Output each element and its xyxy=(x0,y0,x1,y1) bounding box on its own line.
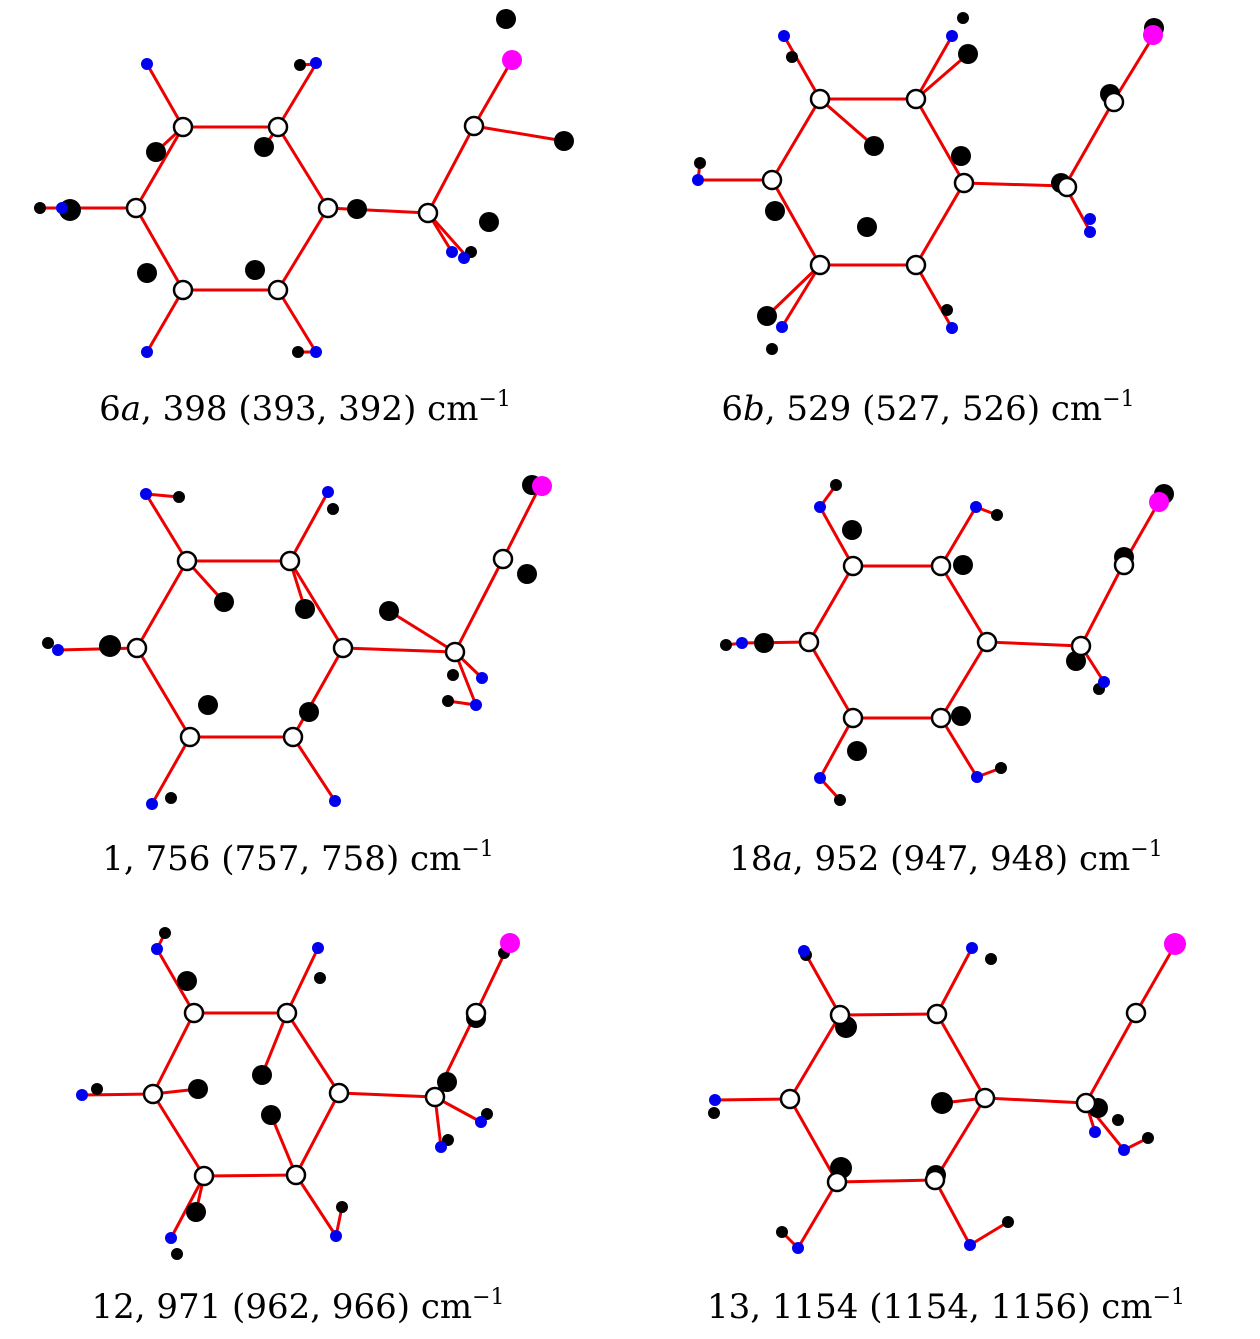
caption-unit: cm xyxy=(1101,1287,1152,1327)
caption-mode: 6 xyxy=(721,389,743,429)
displacement-vectors xyxy=(720,479,1174,806)
caption-freq: 756 xyxy=(146,839,211,879)
bonds xyxy=(38,58,566,354)
panel-mode-1: 1, 756 (757, 758) cm−1 xyxy=(42,475,552,879)
caption-alt2: 526 xyxy=(962,389,1027,429)
ring-atoms xyxy=(761,88,1125,276)
caption-alt2: 966 xyxy=(332,1287,397,1327)
halogen-atom xyxy=(1164,933,1186,955)
caption-alt1: 757 xyxy=(235,839,300,879)
caption-alt1: 947 xyxy=(903,839,968,879)
caption-unit: cm xyxy=(410,839,461,879)
caption-exponent: −1 xyxy=(472,1285,504,1310)
caption-freq: 1154 xyxy=(772,1287,859,1327)
caption-exponent: −1 xyxy=(1102,387,1134,412)
ring-atoms xyxy=(125,115,485,301)
caption-unit: cm xyxy=(427,389,478,429)
panel-mode-13: 13, 1154 (1154, 1156) cm−1 xyxy=(707,933,1186,1327)
caption-alt2: 948 xyxy=(990,839,1055,879)
caption-alt1: 527 xyxy=(875,389,940,429)
halogen-atom xyxy=(532,476,552,496)
caption-mode: 1 xyxy=(102,839,124,879)
caption-alt2: 392 xyxy=(338,389,403,429)
caption-6a: 6a, 398 (393, 392) cm−1 xyxy=(99,387,511,429)
caption-freq: 952 xyxy=(814,839,879,879)
ring-atoms xyxy=(126,548,514,748)
panel-mode-12: 12, 971 (962, 966) cm−1 xyxy=(76,927,520,1327)
hydrogen-atoms xyxy=(736,501,1110,784)
panel-mode-6a: 6a, 398 (393, 392) cm−1 xyxy=(34,9,574,429)
hydrogen-atoms xyxy=(709,942,1130,1254)
caption-alt2: 758 xyxy=(321,839,386,879)
caption-alt1: 393 xyxy=(252,389,317,429)
caption-exponent: −1 xyxy=(478,387,510,412)
panel-mode-6b: 6b, 529 (527, 526) cm−1 xyxy=(692,12,1164,429)
caption-mode: 12 xyxy=(91,1287,134,1327)
caption-alt1: 962 xyxy=(245,1287,310,1327)
caption-mode: 18 xyxy=(729,839,772,879)
caption-mode: 6 xyxy=(99,389,121,429)
caption-exponent: −1 xyxy=(461,837,493,862)
caption-freq: 529 xyxy=(786,389,851,429)
halogen-atom xyxy=(500,933,520,953)
caption-13: 13, 1154 (1154, 1156) cm−1 xyxy=(707,1285,1185,1327)
caption-exponent: −1 xyxy=(1130,837,1162,862)
ring-atoms xyxy=(779,1002,1147,1193)
panel-mode-18a: 18a, 952 (947, 948) cm−1 xyxy=(720,479,1174,879)
caption-mode-letter: b xyxy=(743,389,765,429)
caption-mode-letter: a xyxy=(121,389,141,429)
caption-freq: 971 xyxy=(156,1287,221,1327)
caption-unit: cm xyxy=(1051,389,1102,429)
caption-mode-letter: a xyxy=(773,839,793,879)
displacement-vectors xyxy=(34,9,574,358)
caption-freq: 398 xyxy=(163,389,228,429)
caption-exponent: −1 xyxy=(1153,1285,1185,1310)
caption-alt1: 1154 xyxy=(883,1287,970,1327)
caption-12: 12, 971 (962, 966) cm−1 xyxy=(91,1285,504,1327)
caption-unit: cm xyxy=(421,1287,472,1327)
caption-mode: 13 xyxy=(707,1287,750,1327)
caption-alt2: 1156 xyxy=(991,1287,1078,1327)
bonds xyxy=(696,33,1156,330)
hydrogen-atoms xyxy=(52,486,488,810)
hydrogen-atoms xyxy=(76,942,487,1244)
ring-atoms xyxy=(142,1002,487,1187)
ring-atoms xyxy=(798,554,1135,729)
hydrogen-atoms xyxy=(692,30,1096,334)
caption-unit: cm xyxy=(1079,839,1130,879)
hydrogen-atoms xyxy=(56,57,470,358)
displacement-vectors xyxy=(42,475,542,804)
halogen-atom xyxy=(1143,25,1163,45)
caption-1: 1, 756 (757, 758) cm−1 xyxy=(102,837,494,879)
halogen-atom xyxy=(502,50,522,70)
caption-6b: 6b, 529 (527, 526) cm−1 xyxy=(721,387,1134,429)
caption-18a: 18a, 952 (947, 948) cm−1 xyxy=(729,837,1162,879)
bonds xyxy=(724,483,1162,802)
halogen-atom xyxy=(1149,492,1169,512)
